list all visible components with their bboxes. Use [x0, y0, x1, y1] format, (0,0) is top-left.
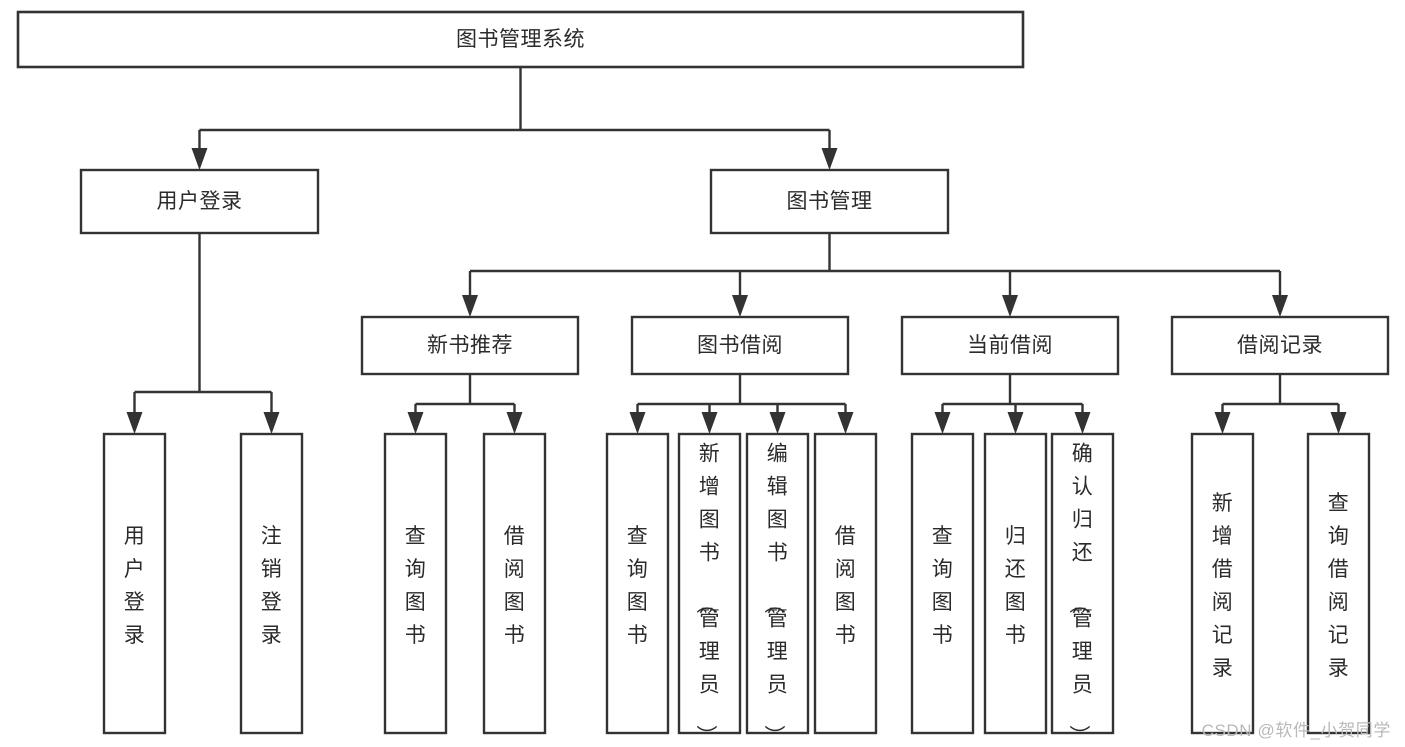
- node-label: 借阅图书: [504, 525, 526, 647]
- edge-arrowhead: [191, 148, 208, 170]
- edge-arrowhead: [701, 412, 718, 434]
- node-box[interactable]: [709, 168, 950, 235]
- node-new-book-rec[interactable]: 新书推荐: [360, 315, 580, 376]
- node-box[interactable]: [239, 432, 304, 735]
- node-label: 图书管理: [787, 190, 873, 213]
- node-label: 注销登录: [261, 525, 283, 647]
- node-box[interactable]: [1170, 315, 1390, 376]
- node-leaf-edit-book[interactable]: 编辑图书（管理员）: [745, 432, 810, 747]
- edge-arrowhead: [934, 412, 951, 434]
- node-box[interactable]: [1050, 432, 1115, 735]
- edge-arrowhead: [769, 412, 786, 434]
- nodes-layer: 图书管理系统用户登录图书管理新书推荐图书借阅当前借阅借阅记录用户登录注销登录查询…: [16, 10, 1390, 747]
- node-box[interactable]: [983, 432, 1048, 735]
- node-leaf-query-record[interactable]: 查询借阅记录: [1306, 432, 1371, 735]
- node-leaf-user-login[interactable]: 用户登录: [102, 432, 167, 735]
- node-box[interactable]: [910, 432, 975, 735]
- node-leaf-logout[interactable]: 注销登录: [239, 432, 304, 735]
- node-book-manage[interactable]: 图书管理: [709, 168, 950, 235]
- edge-arrowhead: [837, 412, 854, 434]
- node-label: 查询图书: [405, 525, 427, 647]
- node-leaf-confirm-return[interactable]: 确认归还（管理员）: [1050, 432, 1115, 747]
- node-leaf-query-book-2[interactable]: 查询图书: [605, 432, 670, 735]
- edge-group-user-login: [126, 233, 280, 434]
- edge-group-root: [191, 67, 838, 170]
- node-box[interactable]: [482, 432, 547, 735]
- edge-arrowhead: [462, 295, 478, 317]
- node-box[interactable]: [1306, 432, 1371, 735]
- node-current-borrow[interactable]: 当前借阅: [900, 315, 1120, 376]
- node-box[interactable]: [813, 432, 878, 735]
- node-label: 确认归还（管理员）: [1067, 443, 1094, 747]
- node-leaf-add-book[interactable]: 新增图书（管理员）: [677, 432, 742, 747]
- edge-arrowhead: [506, 412, 523, 434]
- node-leaf-query-book-3[interactable]: 查询图书: [910, 432, 975, 735]
- node-label: 图书借阅: [697, 334, 783, 357]
- node-leaf-borrow-book-1[interactable]: 借阅图书: [482, 432, 547, 735]
- node-root[interactable]: 图书管理系统: [16, 10, 1025, 69]
- node-box[interactable]: [383, 432, 448, 735]
- edge-arrowhead: [126, 412, 143, 434]
- node-leaf-borrow-book-2[interactable]: 借阅图书: [813, 432, 878, 735]
- edge-arrowhead: [1007, 412, 1024, 434]
- node-book-borrow[interactable]: 图书借阅: [630, 315, 850, 376]
- edge-arrowhead: [821, 148, 838, 170]
- edge-arrowhead: [629, 412, 646, 434]
- edge-arrowhead: [1272, 295, 1288, 317]
- node-label: 图书管理系统: [456, 28, 585, 51]
- edge-arrowhead: [1214, 412, 1231, 434]
- edge-group-borrow-record: [1214, 374, 1347, 434]
- node-leaf-add-record[interactable]: 新增借阅记录: [1190, 432, 1255, 735]
- node-label: 当前借阅: [967, 334, 1053, 357]
- edge-arrowhead: [407, 412, 424, 434]
- node-leaf-return-book[interactable]: 归还图书: [983, 432, 1048, 735]
- node-box[interactable]: [900, 315, 1120, 376]
- node-label: 借阅图书: [835, 525, 857, 647]
- node-box[interactable]: [16, 10, 1025, 69]
- node-box[interactable]: [1190, 432, 1255, 735]
- node-label: 新增借阅记录: [1212, 492, 1234, 680]
- node-label: 归还图书: [1005, 525, 1027, 647]
- node-box[interactable]: [605, 432, 670, 735]
- node-label: 查询借阅记录: [1328, 492, 1350, 680]
- edge-arrowhead: [1074, 412, 1091, 434]
- node-label: 查询图书: [932, 525, 954, 647]
- edge-group-current-borrow: [934, 374, 1091, 434]
- node-box[interactable]: [745, 432, 810, 735]
- edge-arrowhead: [732, 295, 748, 317]
- node-label: 用户登录: [124, 525, 146, 647]
- node-box[interactable]: [79, 168, 320, 235]
- edge-group-new-book-rec: [407, 374, 523, 434]
- node-box[interactable]: [102, 432, 167, 735]
- node-label: 新书推荐: [427, 334, 513, 357]
- edges-layer: [126, 67, 1347, 434]
- node-borrow-record[interactable]: 借阅记录: [1170, 315, 1390, 376]
- edge-arrowhead: [1330, 412, 1347, 434]
- node-leaf-query-book-1[interactable]: 查询图书: [383, 432, 448, 735]
- node-box[interactable]: [677, 432, 742, 735]
- node-label: 编辑图书（管理员）: [762, 443, 789, 747]
- node-box[interactable]: [360, 315, 580, 376]
- edge-group-book-manage: [462, 233, 1288, 317]
- node-label: 用户登录: [157, 190, 243, 213]
- edge-group-book-borrow: [629, 374, 854, 434]
- edge-arrowhead: [1002, 295, 1018, 317]
- node-label: 新增图书（管理员）: [694, 443, 721, 747]
- node-label: 借阅记录: [1237, 334, 1323, 357]
- node-label: 查询图书: [627, 525, 649, 647]
- node-box[interactable]: [630, 315, 850, 376]
- node-user-login[interactable]: 用户登录: [79, 168, 320, 235]
- edge-arrowhead: [263, 412, 280, 434]
